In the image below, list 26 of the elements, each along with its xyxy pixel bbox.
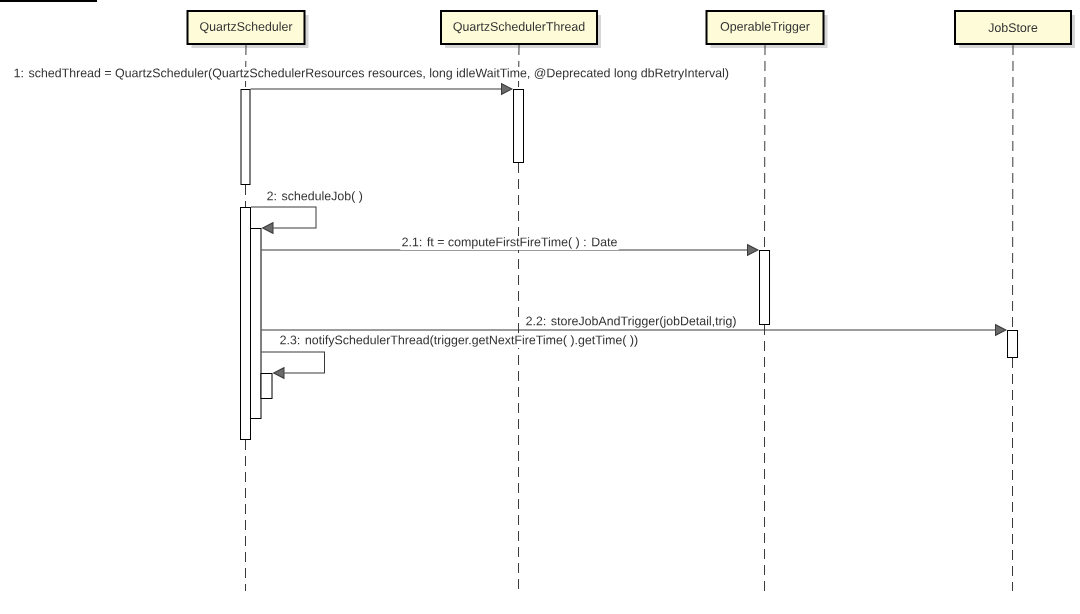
lifeline [764, 324, 765, 592]
message-arrow [261, 244, 759, 256]
edge-label: 2.1: ft = computeFirstFireTime( ) : Date [400, 235, 619, 251]
lifeline-head: QuartzScheduler [186, 10, 309, 48]
activation-bar [1007, 330, 1018, 358]
lifeline [245, 44, 247, 90]
activation-bar [260, 373, 273, 399]
edge-label: 2.3: notifySchedulerThread(trigger.getNextFireTime( ).getTime( )) [278, 333, 640, 349]
edge-label: 2: scheduleJob( ) [265, 189, 365, 205]
activation-bar [759, 250, 770, 325]
lifeline [1012, 357, 1013, 592]
lifeline-head: JobStore [954, 10, 1075, 48]
message-arrow [261, 324, 1007, 336]
lifeline [518, 162, 519, 592]
activation-bar [240, 89, 251, 185]
message-arrow [261, 351, 325, 379]
lifeline-head: QuartzSchedulerThread [440, 10, 601, 48]
lifeline [245, 439, 246, 592]
lifeline-head: OperableTrigger [705, 10, 828, 48]
activation-bar [240, 207, 251, 440]
message-arrow [250, 83, 513, 95]
activation-bar [513, 89, 524, 163]
edge-label: 2.2: storeJobAndTrigger(jobDetail,trig) [524, 314, 738, 330]
lifeline [518, 44, 520, 90]
message-arrow [250, 206, 317, 234]
edge-label: 1: schedThread = QuartzScheduler(QuartzSchedulerResources resources, long idleWaitTime, @Deprecated long dbRetryInterval) [12, 66, 731, 82]
